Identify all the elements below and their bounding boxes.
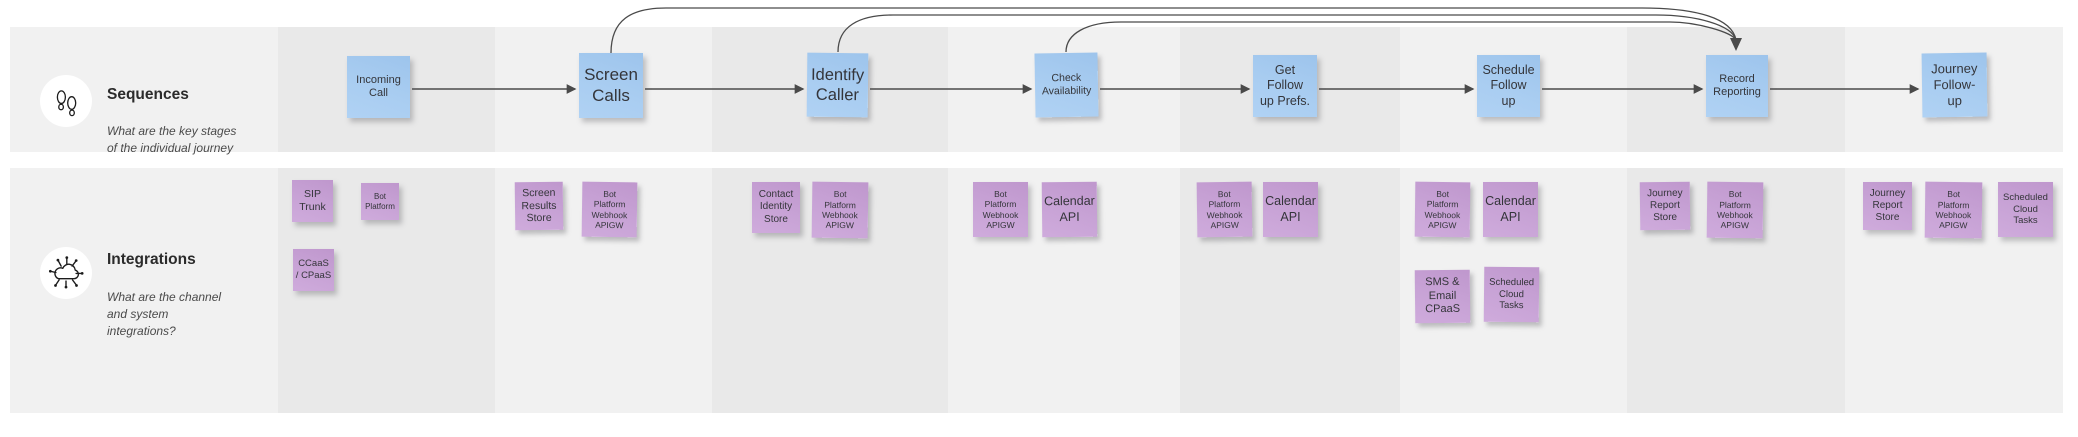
sticky-label: SMS & Email CPaaS [1425,276,1461,316]
lane-integrations-header: Integrations What are the channel and sy… [10,168,278,413]
sticky-label: Calendar API [1043,193,1095,224]
cloud-network-icon [48,256,84,289]
integration-sticky[interactable]: Calendar API [1263,182,1318,237]
sticky-label: Journey Report Store [1646,187,1683,224]
integration-sticky[interactable]: Journey Report Store [1639,181,1691,231]
sticky-label: Screen Results Store [521,186,557,225]
cloud-network-icon [40,247,92,299]
integration-sticky[interactable]: Bot Platform Webhook APIGW [581,181,638,238]
sequence-sticky[interactable]: Screen Calls [579,53,643,118]
integration-sticky[interactable]: Bot Platform [361,183,399,220]
sticky-label: Bot Platform Webhook APIGW [1206,188,1243,231]
sticky-label: Bot Platform Webhook APIGW [821,189,858,231]
integration-sticky[interactable]: Contact Identity Store [752,182,800,233]
footprints-icon [56,90,77,117]
integration-sticky[interactable]: Scheduled Cloud Tasks [1998,182,2053,237]
sticky-label: Calendar API [1485,194,1536,224]
sticky-label: Journey Report Store [1869,187,1906,224]
sticky-label: CCaaS / CPaaS [295,258,332,281]
sticky-label: Incoming Call [356,73,401,99]
sticky-label: Bot Platform [365,191,395,211]
integration-sticky[interactable]: Bot Platform Webhook APIGW [1706,181,1764,239]
sticky-label: Scheduled Cloud Tasks [2003,192,2048,227]
sticky-label: SIP Trunk [299,188,326,213]
lane-title: Sequences [107,86,189,103]
integration-sticky[interactable]: SIP Trunk [292,180,333,222]
sticky-label: Get Follow up Prefs. [1259,63,1311,108]
sticky-label: Record Reporting [1713,72,1761,98]
sticky-label: Calendar API [1265,194,1316,224]
integration-sticky[interactable]: Bot Platform Webhook APIGW [1924,181,1983,239]
lane-subtitle: What are the key stages of the individua… [107,124,237,155]
integration-sticky[interactable]: Scheduled Cloud Tasks [1483,266,1540,323]
sequence-sticky[interactable]: Incoming Call [347,56,410,118]
integration-sticky[interactable]: Bot Platform Webhook APIGW [1196,181,1253,238]
integration-sticky[interactable]: Calendar API [1041,181,1098,238]
sequence-sticky[interactable]: Record Reporting [1706,55,1768,117]
sticky-label: Screen Calls [584,64,638,105]
sticky-label: Bot Platform Webhook APIGW [1716,189,1753,231]
integration-sticky[interactable]: Bot Platform Webhook APIGW [973,182,1028,237]
integration-sticky[interactable]: Bot Platform Webhook APIGW [811,181,869,239]
integration-sticky[interactable]: Journey Report Store [1863,182,1912,230]
sticky-label: Bot Platform Webhook APIGW [982,188,1019,230]
sticky-label: Contact Identity Store [758,189,794,225]
sticky-label: Bot Platform Webhook APIGW [591,188,628,231]
sticky-label: Check Availability [1041,71,1092,98]
sticky-label: Identify Caller [810,65,865,105]
sequence-sticky[interactable]: Identify Caller [806,52,869,118]
lane-subtitle: What are the channel and system integrat… [107,290,222,338]
integration-sticky[interactable]: Bot Platform Webhook APIGW [1414,181,1471,238]
integration-sticky[interactable]: Screen Results Store [514,181,564,231]
sticky-label: Bot Platform Webhook APIGW [1935,189,1972,231]
integration-sticky[interactable]: CCaaS / CPaaS [293,249,334,291]
sticky-label: Scheduled Cloud Tasks [1489,276,1535,312]
sequence-sticky[interactable]: Get Follow up Prefs. [1253,55,1317,117]
sequence-sticky[interactable]: Check Availability [1034,52,1099,118]
lane-title: Integrations [107,251,196,268]
sticky-label: Bot Platform Webhook APIGW [1424,188,1461,231]
integration-sticky[interactable]: SMS & Email CPaaS [1414,269,1471,324]
sticky-label: Schedule Follow up [1482,63,1535,108]
footprints-icon [40,75,92,127]
sticky-label: Journey Follow- up [1931,60,1978,109]
sequence-sticky[interactable]: Journey Follow- up [1921,52,1988,118]
sequence-sticky[interactable]: Schedule Follow up [1477,55,1540,117]
integration-sticky[interactable]: Calendar API [1483,182,1538,237]
lane-sequences-header: Sequences What are the key stages of the… [10,27,278,155]
